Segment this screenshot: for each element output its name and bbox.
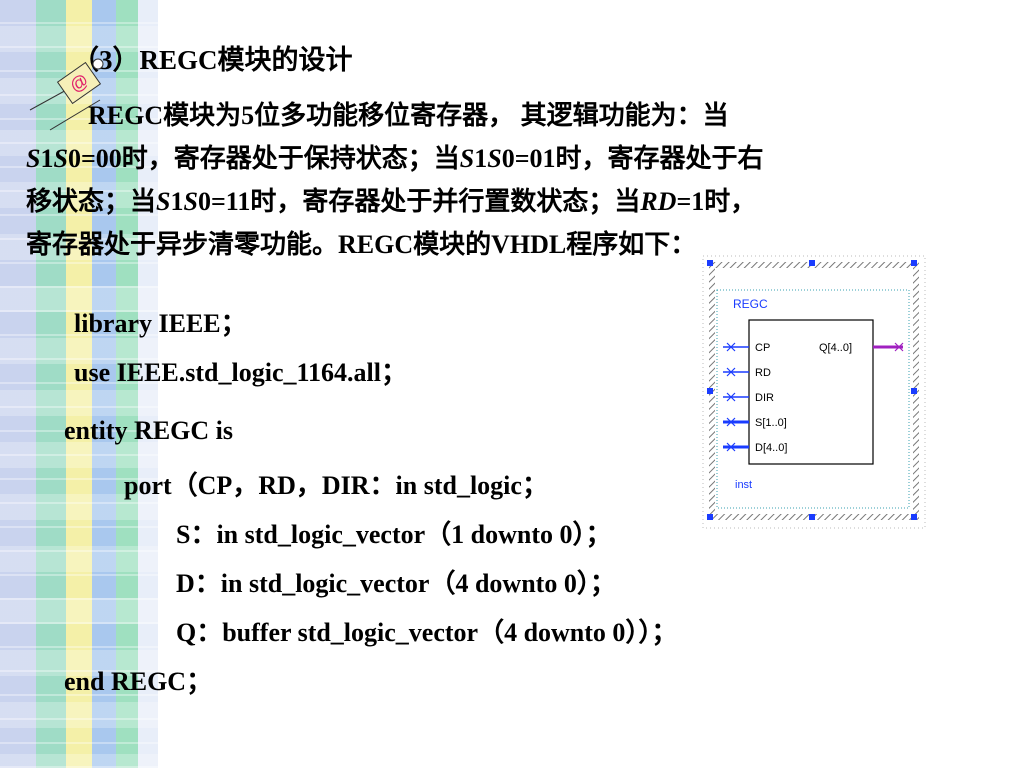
regc-schematic: REGC CP RD DIR S[1..0] D[4..0] Q[4..0] i… — [701, 254, 927, 530]
pin-label: D[4..0] — [755, 442, 787, 454]
code-line: use IEEE.std_logic_1164.all； — [74, 358, 407, 387]
badge-lines — [29, 87, 101, 131]
code-line: S：in std_logic_vector（1 downto 0）； — [176, 520, 612, 549]
code-line: D：in std_logic_vector（4 downto 0）； — [176, 569, 616, 598]
decorative-stripe — [0, 0, 158, 768]
description-paragraph: REGC模块为5位多功能移位寄存器， 其逻辑功能为：当 S1S0=00时，寄存器… — [26, 101, 764, 259]
slide-title: （3）REGC模块的设计 — [72, 45, 353, 75]
instance-label: inst — [735, 479, 752, 491]
block-name: REGC — [733, 297, 768, 311]
pin-label: DIR — [755, 392, 774, 404]
code-line: Q：buffer std_logic_vector（4 downto 0））； — [176, 618, 678, 647]
pin-label: S[1..0] — [755, 417, 787, 429]
pin-label: Q[4..0] — [819, 342, 852, 354]
pin-label: CP — [755, 342, 770, 354]
code-line: library IEEE； — [74, 309, 247, 338]
code-line: end REGC； — [64, 667, 213, 696]
code-line: port（CP，RD，DIR：in std_logic； — [124, 471, 548, 500]
at-sign-badge: @ — [56, 58, 104, 105]
pin-label: RD — [755, 367, 771, 379]
code-line: entity REGC is — [64, 416, 233, 445]
